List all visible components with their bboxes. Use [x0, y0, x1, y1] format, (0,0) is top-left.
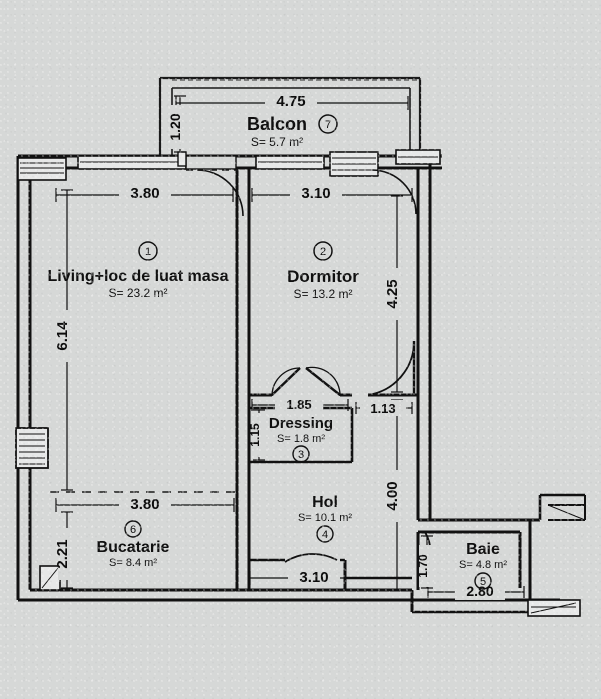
- room-label-hol: Hol S= 10.1 m² 4: [298, 494, 352, 543]
- room-number-circle-baie: [474, 572, 492, 590]
- dim-living-height: 6.14: [54, 321, 71, 351]
- room-name-dormitor: Dormitor: [287, 267, 359, 286]
- room-number-dressing: 3: [298, 449, 304, 461]
- dim-balcony-width: 4.75: [276, 93, 305, 110]
- dim-dormitor-width: 3.10: [301, 185, 330, 202]
- room-name-baie: Baie: [466, 541, 500, 558]
- room-label-balcon: Balcon S= 5.7 m² 7: [247, 114, 338, 149]
- dimension-labels: 4.75 1.20 3.80 3.10 6.14 4.25 1.85 1.15 …: [54, 92, 505, 600]
- room-name-dressing: Dressing: [269, 415, 333, 432]
- dim-bucatarie-width: 3.80: [130, 496, 159, 513]
- room-number-circle-dressing: [292, 445, 310, 463]
- dashed-guides: [50, 169, 240, 493]
- room-number-balcon: 7: [325, 119, 331, 131]
- dim-baie-width: 2.80: [466, 583, 493, 599]
- room-number-living: 1: [145, 246, 151, 258]
- room-area-dormitor: S= 13.2 m²: [293, 287, 352, 301]
- dim-hol-bottom-width: 3.10: [299, 569, 328, 586]
- room-name-living: Living+loc de luat masa: [48, 268, 229, 285]
- room-number-circle-balcon: [318, 114, 338, 134]
- room-label-bucatarie: 6 Bucatarie S= 8.4 m²: [97, 520, 170, 569]
- room-label-dressing: Dressing S= 1.8 m² 3: [269, 415, 333, 463]
- room-area-dressing: S= 1.8 m²: [277, 433, 325, 445]
- room-number-dormitor: 2: [320, 246, 326, 258]
- dimension-lines: [55, 95, 525, 598]
- room-label-baie: Baie S= 4.8 m² 5: [459, 541, 507, 590]
- dim-dormitor-height: 4.25: [384, 279, 401, 308]
- dim-balcony-depth: 1.20: [167, 113, 183, 140]
- room-number-circle-living: [138, 241, 158, 261]
- dim-bucatarie-height: 2.21: [54, 539, 71, 568]
- room-number-hol: 4: [322, 529, 328, 541]
- room-label-living: 1 Living+loc de luat masa S= 23.2 m²: [48, 241, 229, 300]
- room-name-balcon: Balcon: [247, 114, 307, 134]
- room-area-baie: S= 4.8 m²: [459, 559, 507, 571]
- dim-hol-height: 4.00: [384, 481, 401, 510]
- room-number-circle-dormitor: [313, 241, 333, 261]
- doors: [196, 169, 448, 575]
- room-number-circle-bucatarie: [124, 520, 142, 538]
- room-area-balcon: S= 5.7 m²: [251, 135, 303, 149]
- room-area-hol: S= 10.1 m²: [298, 512, 352, 524]
- room-number-baie: 5: [480, 576, 486, 588]
- room-name-hol: Hol: [312, 494, 338, 511]
- room-name-bucatarie: Bucatarie: [97, 539, 170, 556]
- windows: [15, 149, 581, 617]
- dim-living-width: 3.80: [130, 185, 159, 202]
- dim-baie-door-height: 1.70: [416, 554, 430, 578]
- dim-dormitor-door-offset: 1.13: [370, 401, 395, 416]
- dim-dressing-width: 1.85: [286, 397, 311, 412]
- room-area-living: S= 23.2 m²: [108, 286, 167, 300]
- room-label-dormitor: 2 Dormitor S= 13.2 m²: [287, 241, 359, 301]
- room-number-circle-hol: [316, 525, 334, 543]
- dim-dressing-height: 1.15: [248, 423, 262, 447]
- room-area-bucatarie: S= 8.4 m²: [109, 557, 157, 569]
- room-number-bucatarie: 6: [130, 524, 136, 536]
